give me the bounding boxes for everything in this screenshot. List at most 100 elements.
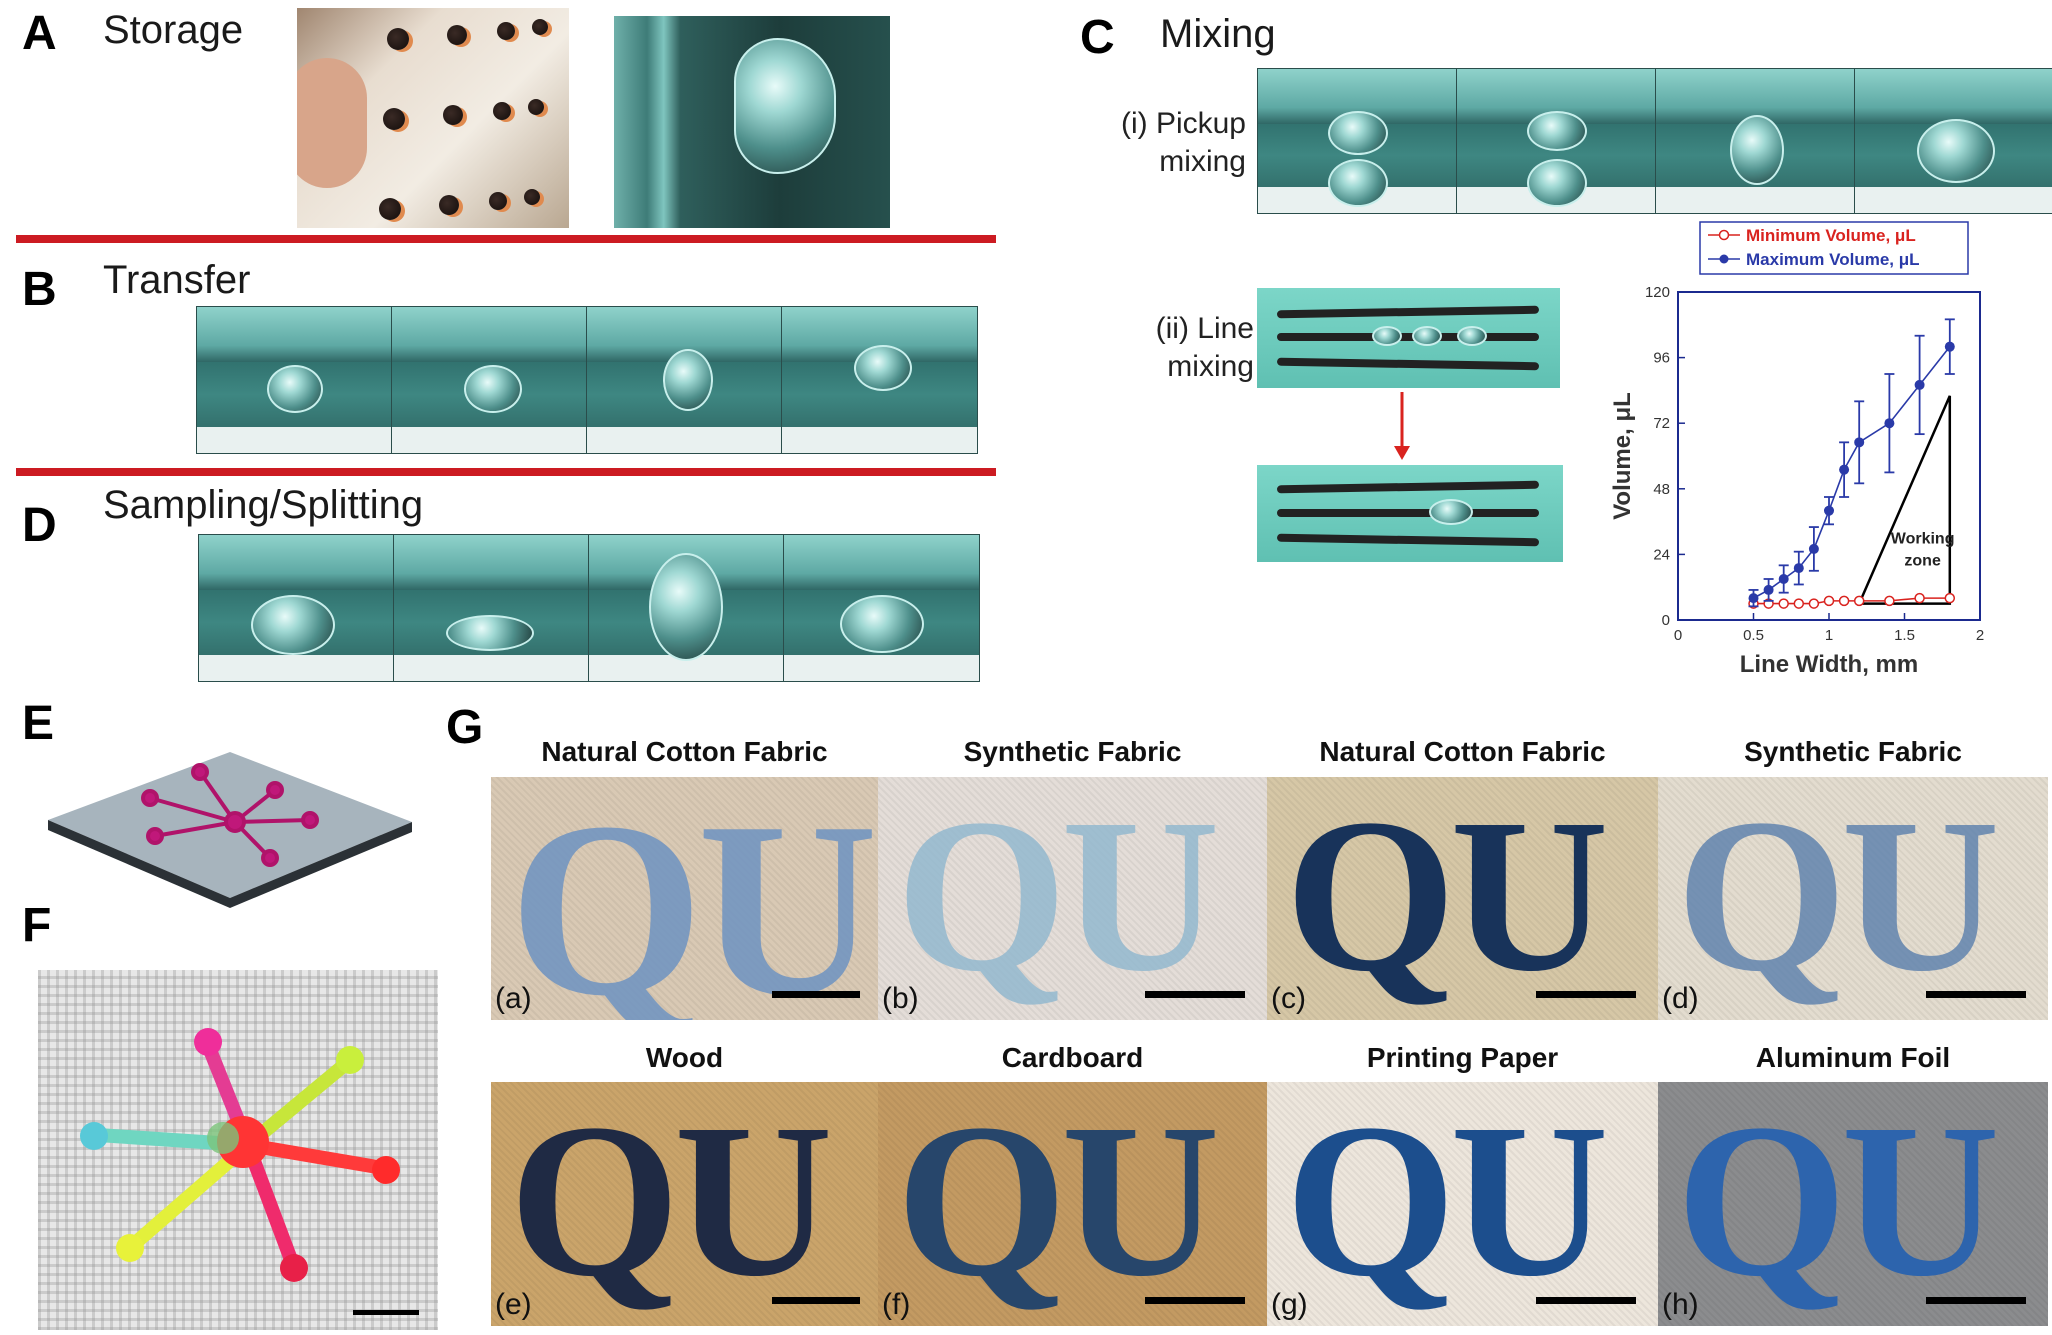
substrate: [394, 654, 589, 681]
y-tick-label: 24: [1653, 546, 1670, 563]
g-caption-3: Natural Cotton Fabric: [1319, 736, 1606, 767]
storage-photo-card: [297, 8, 569, 228]
transfer-frame-1: [196, 306, 393, 454]
panel-label-e: E: [22, 697, 55, 750]
substrate: [587, 426, 782, 453]
data-point-max: [1824, 505, 1834, 516]
g-caption-5: Wood: [645, 1042, 724, 1073]
y-axis-label: Volume, μL: [1609, 392, 1636, 520]
x-tick-label: 0.5: [1743, 627, 1764, 644]
working-zone-label: Working: [1891, 530, 1955, 547]
data-point-min: [1884, 595, 1895, 607]
g-index-3: (c): [1271, 982, 1306, 1015]
g-index-7: (g): [1271, 1288, 1308, 1321]
data-point-max: [1914, 379, 1925, 390]
legend-box: [1699, 221, 1969, 275]
channel-device-render: [48, 752, 412, 908]
stored-droplet: [497, 22, 515, 40]
scale-bar: [1145, 991, 1245, 998]
stored-droplet: [383, 108, 405, 130]
g-tile-8: QU(h): [1658, 1082, 2048, 1326]
data-point-min: [1808, 598, 1820, 609]
scale-bar: [1145, 1297, 1245, 1304]
droplet: [1730, 115, 1784, 185]
printed-qu-letters: QU: [896, 1082, 1220, 1322]
printed-qu-letters: QU: [1676, 1082, 2000, 1322]
droplet: [649, 553, 723, 661]
data-point-max: [1884, 418, 1895, 429]
printed-qu-letters: QU: [1285, 777, 1609, 1017]
droplet: [1328, 111, 1388, 155]
y-tick-label: 120: [1645, 284, 1670, 301]
stored-droplet: [439, 195, 459, 215]
x-tick-label: 2: [1976, 627, 1984, 644]
g-caption-1: Natural Cotton Fabric: [541, 736, 828, 767]
substrate: [784, 654, 979, 681]
g-index-8: (h): [1662, 1288, 1699, 1321]
g-tile-2: QU(b): [878, 777, 1267, 1020]
g-caption-8: Aluminum Foil: [1755, 1042, 1951, 1073]
plate-band: [1656, 69, 1855, 124]
divider-b-d: [16, 468, 996, 476]
x-tick-label: 1: [1825, 627, 1833, 644]
plot-frame: [1677, 291, 1981, 621]
droplet: [840, 595, 924, 653]
substrate: [197, 426, 392, 453]
substrate: [1656, 187, 1855, 213]
stored-droplet: [447, 25, 467, 45]
droplet: [663, 349, 713, 411]
plate-band: [199, 535, 394, 591]
panel-title-mixing: Mixing: [1160, 12, 1276, 56]
data-point-min: [1838, 595, 1850, 607]
scale-bar-f: [353, 1310, 419, 1315]
g-tile-1: QU(a): [491, 777, 878, 1020]
g-index-4: (d): [1662, 982, 1699, 1015]
line-mixing-label: (ii) Line mixing: [1155, 312, 1254, 383]
data-point-max: [1763, 584, 1774, 595]
y-tick-label: 72: [1653, 415, 1670, 432]
panel-label-g: G: [446, 701, 484, 754]
plate-band: [392, 307, 587, 363]
data-point-min: [1823, 595, 1835, 607]
storage-droplet-photo: [614, 16, 890, 228]
printed-qu-letters: QU: [1285, 1082, 1609, 1322]
multicolor-channels: [80, 1028, 400, 1282]
data-point-max: [1778, 574, 1789, 584]
pickup-frame-1: [1257, 68, 1458, 214]
y-tick-label: 0: [1662, 612, 1670, 629]
g-index-5: (e): [495, 1288, 532, 1321]
g-index-1: (a): [495, 982, 532, 1015]
panel-label-b: B: [22, 263, 57, 316]
data-point-max: [1793, 563, 1804, 574]
substrate: [199, 654, 394, 681]
droplet: [1527, 111, 1587, 151]
sampling-frame-3: [588, 534, 785, 682]
stored-droplet: [528, 99, 544, 115]
stored-droplet: [379, 198, 401, 220]
plate-band: [394, 535, 589, 591]
y-tick-label: 48: [1653, 481, 1670, 498]
scale-bar: [772, 1297, 860, 1304]
g-tile-4: QU(d): [1658, 777, 2048, 1020]
scale-bar: [1926, 1297, 2026, 1304]
printed-qu-letters: QU: [509, 1082, 833, 1322]
stored-droplet: [524, 189, 540, 205]
line-mixing-after-photo: [1257, 465, 1563, 562]
sampling-frame-2: [393, 534, 590, 682]
data-point-max: [1748, 593, 1759, 604]
g-caption-4: Synthetic Fabric: [1744, 736, 1962, 767]
stored-droplet: [387, 28, 409, 50]
pickup-frame-2: [1456, 68, 1657, 214]
g-caption-7: Printing Paper: [1366, 1042, 1559, 1073]
legend-marker: [1718, 229, 1730, 241]
plate-band: [1855, 69, 2052, 124]
panel-label-d: D: [22, 499, 57, 552]
data-point-min: [1793, 598, 1805, 609]
y-tick-label: 96: [1653, 350, 1670, 367]
g-index-2: (b): [882, 982, 919, 1015]
droplet: [1328, 159, 1388, 207]
substrate: [392, 426, 587, 453]
working-zone-label: zone: [1904, 552, 1941, 569]
panel-label-f: F: [22, 899, 52, 952]
